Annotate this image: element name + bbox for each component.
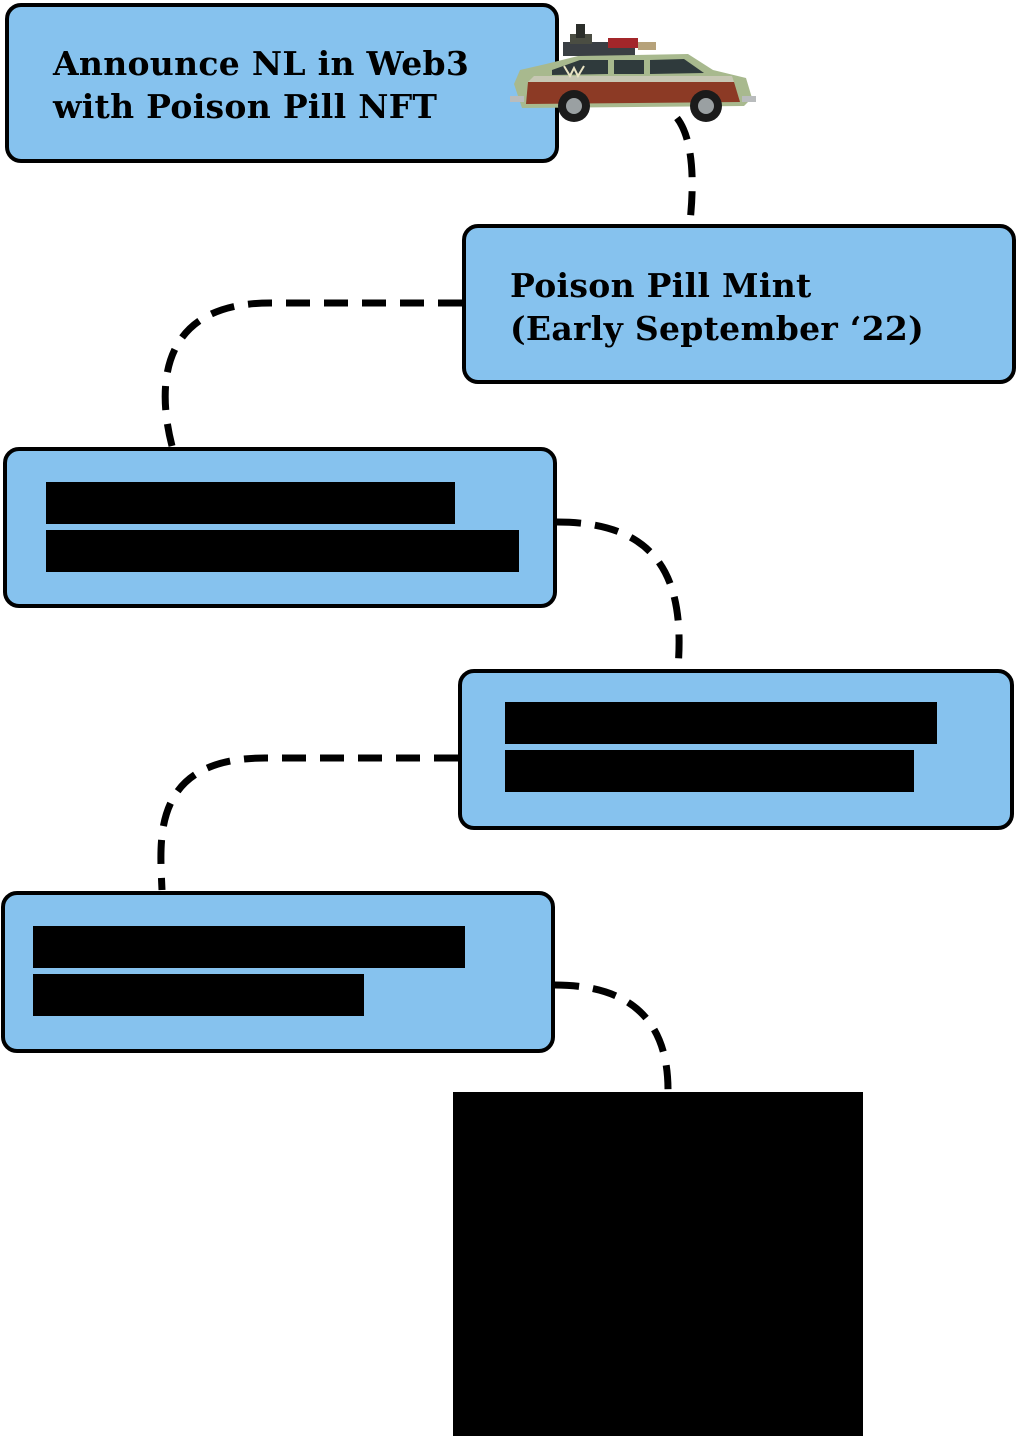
station-wagon-car-icon [510,24,756,122]
redaction-bar [46,530,519,572]
step-box-4-redacted [458,669,1014,830]
step-box-announce: Announce NL in Web3 with Poison Pill NFT [5,3,559,163]
connector-3-4 [556,518,683,669]
step-title-mint: Poison Pill Mint (Early September ‘22) [510,266,925,348]
connector-2-3 [161,299,462,447]
step-box-mint: Poison Pill Mint (Early September ‘22) [462,224,1016,384]
connector-1-2 [674,115,696,223]
redaction-bar [46,482,455,524]
redaction-bar [33,926,465,968]
redaction-bar [505,702,937,744]
connector-5-6 [554,981,672,1091]
step-box-3-redacted [3,447,557,608]
step-title-announce: Announce NL in Web3 with Poison Pill NFT [53,44,470,126]
step-box-5-redacted [1,891,555,1053]
redaction-bar [33,974,364,1016]
redaction-bar [505,750,914,792]
step-6-redacted-block [453,1092,863,1436]
connector-4-5 [157,754,458,891]
